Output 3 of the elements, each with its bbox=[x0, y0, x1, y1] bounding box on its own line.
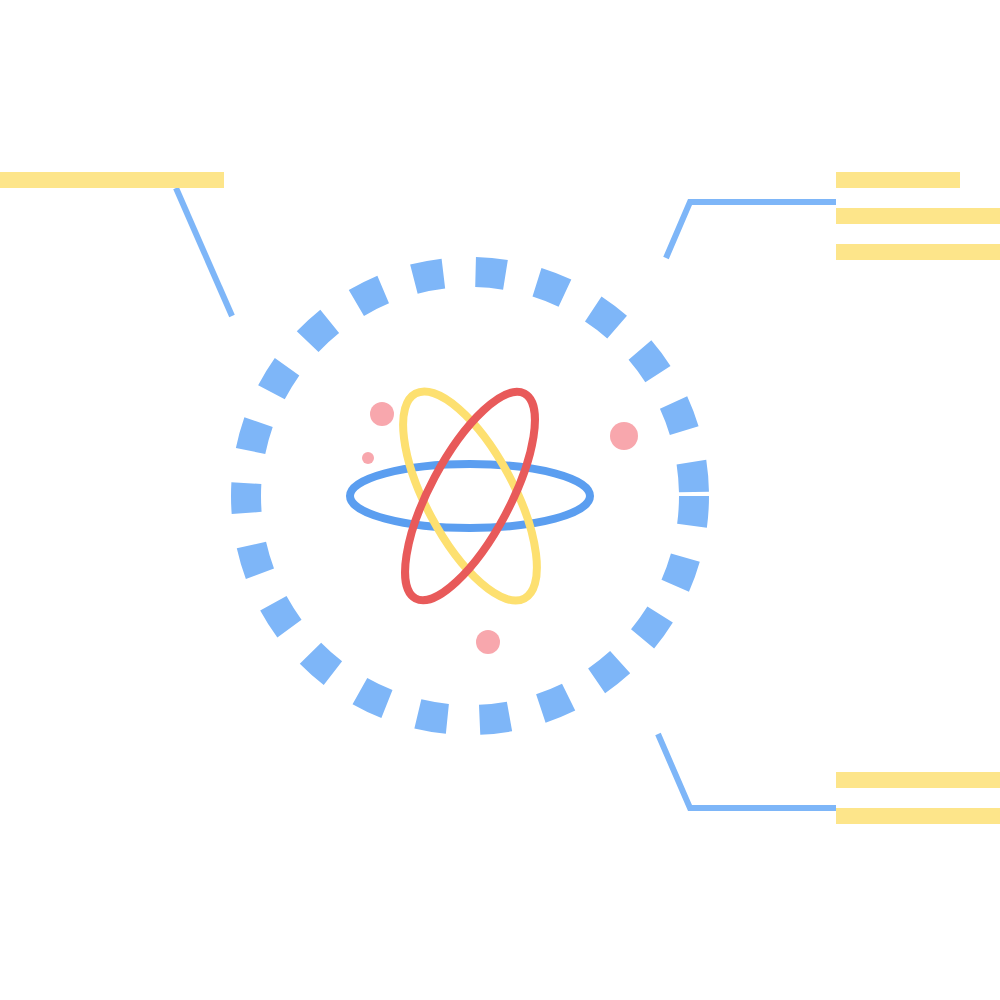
leader-line bbox=[655, 732, 836, 811]
leader-line bbox=[663, 199, 836, 260]
leader-line bbox=[173, 186, 235, 318]
